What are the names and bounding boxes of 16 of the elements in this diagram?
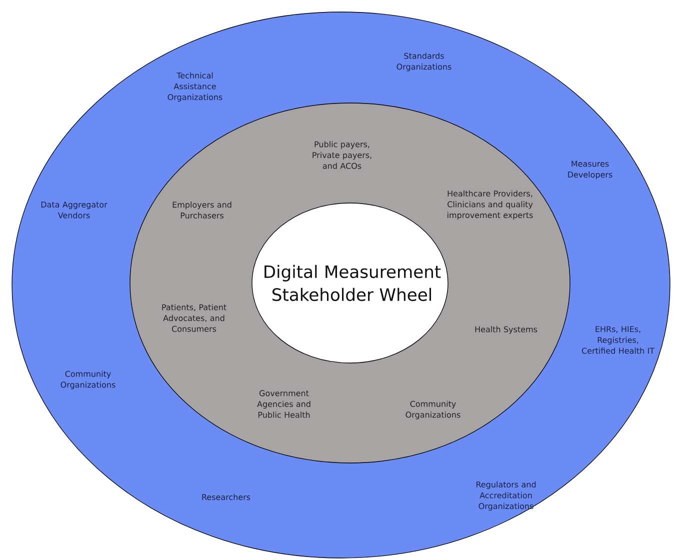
- ring-label: Public payers, Private payers, and ACOs: [312, 141, 372, 169]
- ring-label: Community Organizations: [406, 400, 460, 420]
- ring-label: Employers and Purchasers: [172, 202, 232, 218]
- ring-label: Technical Assistance Organizations: [168, 72, 222, 102]
- ring-label: EHRs, HIEs, Registries, Certified Health IT: [582, 326, 655, 354]
- ring-label: Standards Organizations: [396, 52, 452, 72]
- ring-label: Health Systems: [475, 326, 538, 334]
- wheel-title: Digital Measurement Stakeholder Wheel: [264, 264, 441, 302]
- ring-label: Community Organizations: [60, 370, 116, 390]
- ring-label: Regulators and Accreditation Organizations: [476, 481, 536, 511]
- ring-label: Data Aggregator Vendors: [41, 202, 108, 218]
- ring-label: Healthcare Providers, Clinicians and quality improvement experts: [448, 190, 533, 220]
- ring-label: Government Agencies and Public Health: [257, 390, 310, 418]
- ring-label: Researchers: [202, 494, 250, 500]
- ring-label: Patients, Patient Advocates, and Consumers: [162, 304, 226, 332]
- ring-label: Measures Developers: [568, 160, 612, 180]
